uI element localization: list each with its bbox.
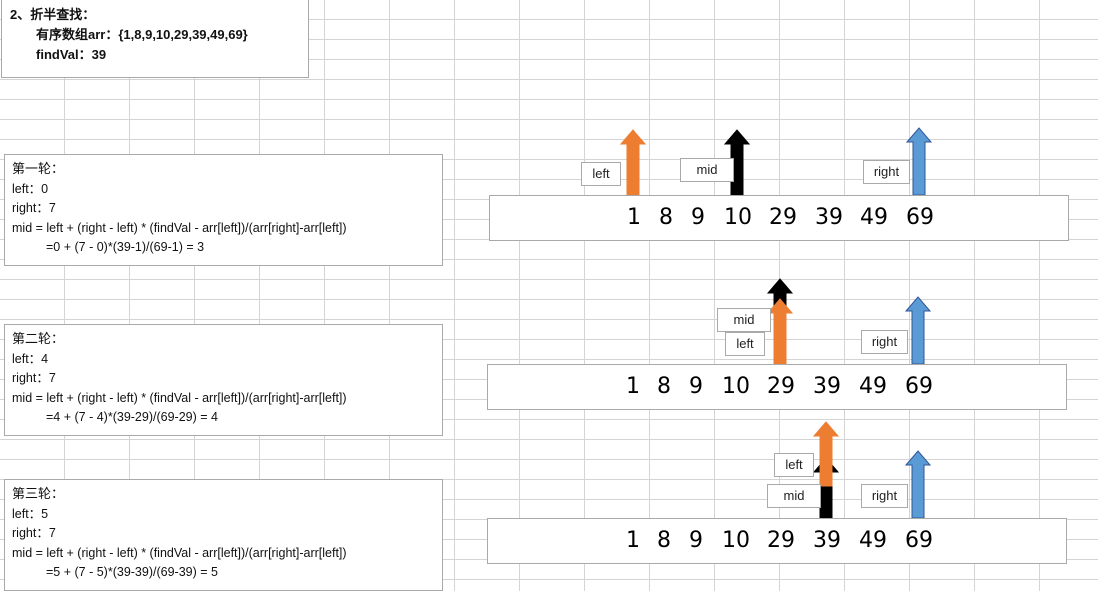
mid-calculation: =5 + (7 - 5)*(39-39)/(69-39) = 5	[46, 565, 218, 579]
left-value: left：5	[12, 506, 49, 521]
array-value-2: 9	[689, 374, 703, 399]
left-pointer-label: left	[725, 332, 765, 356]
array-value-3: 10	[724, 205, 752, 230]
left-pointer-arrow	[766, 298, 794, 365]
right-pointer-arrow	[905, 127, 933, 196]
mid-pointer-label: mid	[680, 158, 734, 182]
array-value-0: 1	[627, 205, 641, 230]
array-value-7: 69	[905, 528, 933, 553]
mid-formula: mid = left + (right - left) * (findVal -…	[12, 545, 347, 560]
find-value: findVal：39	[36, 47, 107, 62]
mid-formula: mid = left + (right - left) * (findVal -…	[12, 220, 347, 235]
array-value-5: 39	[813, 374, 841, 399]
array-value-6: 49	[860, 205, 888, 230]
array-value-4: 29	[767, 374, 795, 399]
array-value-1: 8	[657, 374, 671, 399]
mid-calculation: =0 + (7 - 0)*(39-1)/(69-1) = 3	[46, 240, 205, 254]
right-value: right：7	[12, 526, 56, 540]
right-value: right：7	[12, 371, 56, 385]
array-value-6: 49	[859, 374, 887, 399]
round-3-box: 第三轮： left：5 right：7 mid = left + (right …	[4, 479, 443, 591]
array-value-1: 8	[657, 528, 671, 553]
mid-pointer-label: mid	[767, 484, 821, 508]
right-pointer-label: right	[861, 484, 908, 508]
left-pointer-arrow	[619, 129, 647, 196]
right-pointer-arrow	[904, 450, 932, 519]
array-value-6: 49	[859, 528, 887, 553]
right-value: right：7	[12, 201, 56, 215]
left-value: left：4	[12, 351, 49, 366]
mid-formula: mid = left + (right - left) * (findVal -…	[12, 390, 347, 405]
round-2-box: 第二轮： left：4 right：7 mid = left + (right …	[4, 324, 443, 436]
mid-calculation: =4 + (7 - 4)*(39-29)/(69-29) = 4	[46, 410, 218, 424]
round-title: 第二轮：	[12, 332, 65, 347]
array-value-4: 29	[769, 205, 797, 230]
array-definition: 有序数组arr：{1,8,9,10,29,39,49,69}	[36, 27, 248, 42]
array-value-4: 29	[767, 528, 795, 553]
array-value-0: 1	[626, 374, 640, 399]
array-value-7: 69	[905, 374, 933, 399]
array-value-5: 39	[815, 205, 843, 230]
array-value-3: 10	[722, 528, 750, 553]
left-value: left：0	[12, 181, 49, 196]
mid-pointer-label: mid	[717, 308, 771, 332]
array-value-3: 10	[722, 374, 750, 399]
array-value-1: 8	[659, 205, 673, 230]
array-value-0: 1	[626, 528, 640, 553]
array-value-5: 39	[813, 528, 841, 553]
round-1-box: 第一轮： left：0 right：7 mid = left + (right …	[4, 154, 443, 266]
array-value-2: 9	[691, 205, 705, 230]
problem-title: 2、折半查找：	[10, 7, 96, 22]
left-pointer-label: left	[774, 453, 814, 477]
round-title: 第一轮：	[12, 162, 65, 177]
array-value-7: 69	[906, 205, 934, 230]
left-pointer-arrow	[812, 421, 840, 487]
array-value-2: 9	[689, 528, 703, 553]
round-title: 第三轮：	[12, 487, 65, 502]
right-pointer-label: right	[861, 330, 908, 354]
right-pointer-arrow	[904, 296, 932, 365]
left-pointer-label: left	[581, 162, 621, 186]
problem-header: 2、折半查找： 有序数组arr：{1,8,9,10,29,39,49,69} f…	[1, 0, 309, 78]
right-pointer-label: right	[863, 160, 910, 184]
